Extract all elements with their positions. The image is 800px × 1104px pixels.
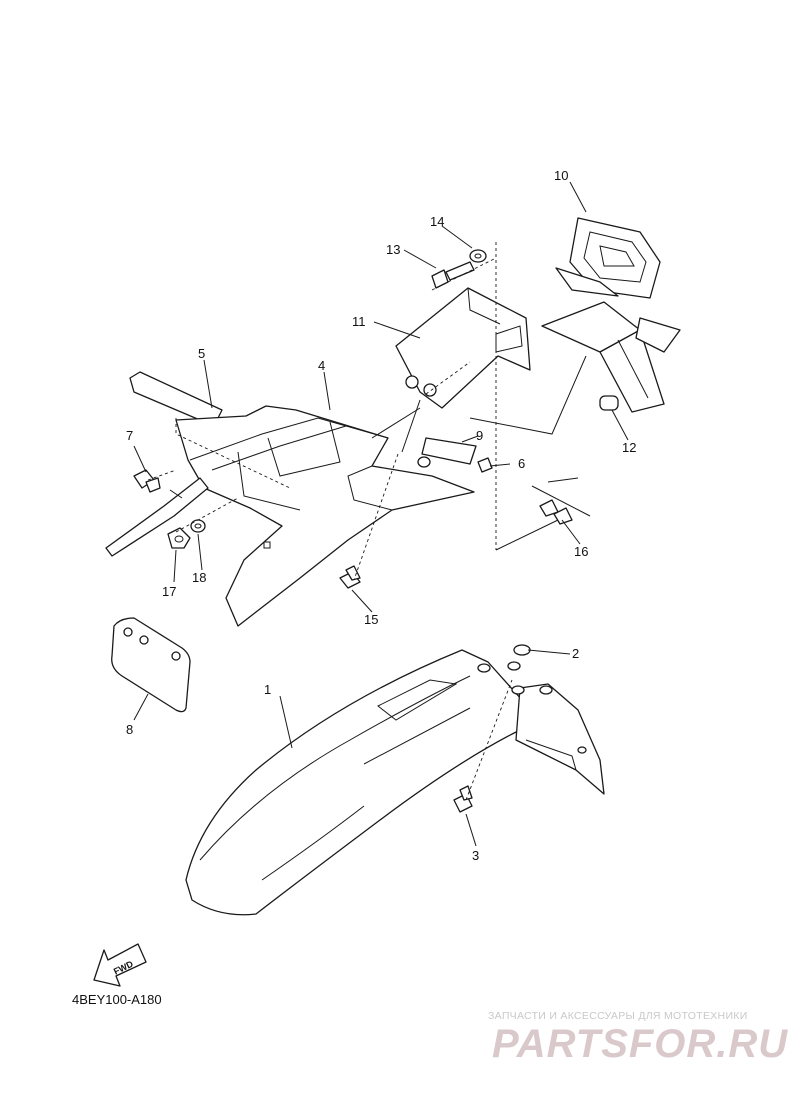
callout-9: 9	[476, 428, 483, 443]
part-6-clip	[477, 457, 493, 473]
callout-3: 3	[472, 848, 479, 863]
fwd-arrow-icon: FWD	[93, 943, 147, 987]
callout-8: 8	[126, 722, 133, 737]
callout-2: 2	[572, 646, 579, 661]
part-15-bolt	[339, 565, 361, 589]
callout-18: 18	[192, 570, 206, 585]
callout-4: 4	[318, 358, 325, 373]
part-1-front-fender	[185, 649, 605, 916]
part-12-grommet	[599, 395, 619, 411]
part-16-bolts	[531, 477, 591, 525]
callout-13: 13	[386, 242, 400, 257]
callout-numbers: 1 2 3 4 5 6 7 8 9 10 11 12 13 14 15 16 1…	[126, 168, 636, 863]
watermark-tagline: ЗАПЧАСТИ И АКСЕССУАРЫ ДЛЯ МОТОТЕХНИКИ	[488, 1010, 748, 1022]
part-17-nut	[167, 527, 191, 549]
assembly-lines	[147, 242, 587, 801]
callout-16: 16	[574, 544, 588, 559]
part-3-bolt	[453, 785, 473, 813]
watermark-logo: PARTSFOR.RU	[492, 1022, 789, 1066]
callout-1: 1	[264, 682, 271, 697]
part-4-rear-fender	[105, 405, 475, 627]
callout-11: 11	[352, 314, 366, 329]
callout-6: 6	[518, 456, 525, 471]
callout-14: 14	[430, 214, 444, 229]
callout-leaders	[133, 181, 629, 847]
callout-5: 5	[198, 346, 205, 361]
callout-15: 15	[364, 612, 378, 627]
drawing-code: 4BEY100-A180	[72, 992, 162, 1007]
part-9-reflector	[421, 437, 477, 465]
part-13-bolt	[431, 261, 475, 289]
callout-10: 10	[554, 168, 568, 183]
callout-17: 17	[162, 584, 176, 599]
part-7-bolt	[133, 469, 161, 493]
part-18-washer	[190, 519, 206, 533]
callout-7: 7	[126, 428, 133, 443]
callout-12: 12	[622, 440, 636, 455]
part-11-tail-bracket	[395, 287, 531, 409]
part-10-taillight-bracket	[541, 217, 681, 413]
part-8-number-plate	[111, 617, 191, 713]
part-2-washer	[513, 644, 531, 656]
part-14-washer	[469, 249, 487, 263]
